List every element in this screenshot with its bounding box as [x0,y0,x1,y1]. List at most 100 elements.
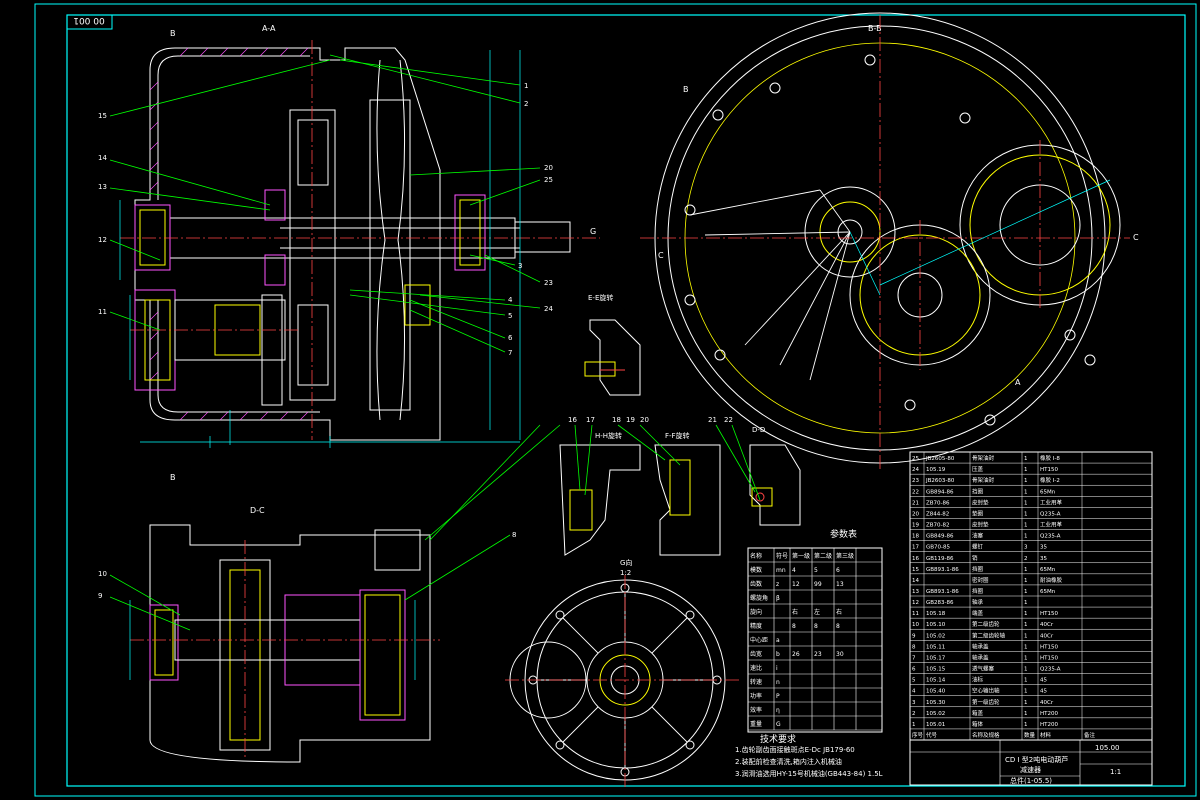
param-cell: 13 [836,581,844,588]
svg-text:G: G [590,227,596,236]
param-cell: 齿宽 [750,650,762,658]
parts-cell: HT150 [1040,467,1058,473]
parts-cell: 20 [912,511,919,517]
callout-3: 3 [518,262,522,270]
outer-border [34,3,1197,797]
parts-cell: Q235-A [1040,667,1061,673]
large-gear [289,109,336,401]
parts-cell: 105.18 [926,611,946,617]
callout-14: 14 [98,154,107,162]
section-bb-marker-c2: C [1133,233,1139,242]
parts-cell: 1 [1024,534,1028,540]
parts-cell: 24 [912,467,919,473]
parts-header-cell: 备注 [1084,731,1096,739]
parts-header-cell: 名称及规格 [972,731,1000,739]
parts-cell: 1 [1024,689,1028,695]
parts-cell: 105.19 [926,467,946,473]
parts-cell: 8 [912,644,916,650]
parts-cell: 1 [1024,467,1028,473]
param-cell: β [776,595,780,602]
parts-cell: 油塞 [972,532,984,540]
parts-cell: 工业用革 [1040,521,1063,529]
callout-15: 15 [98,112,107,120]
parts-cell: 轴承 [972,598,984,606]
parts-cell: GB119-86 [926,556,954,562]
callout-9: 9 [98,592,102,600]
param-cell: 功率 [750,692,762,700]
param-cell: 8 [836,623,840,630]
callout-6: 6 [508,334,513,342]
parts-cell: 压盖 [972,465,984,473]
callout-23: 23 [544,279,553,287]
parts-cell: 35 [1040,556,1047,562]
parts-cell: 橡胶 I-2 [1040,476,1060,484]
tech-req-1: 1.齿轮副齿面接触斑点E-Dc JB179-60 [735,745,855,754]
parts-cell: 105.02 [926,711,945,717]
parts-cell: HT200 [1040,722,1058,728]
callout-16: 16 [568,416,577,424]
corner-tag-box [66,14,113,30]
parts-cell: 1 [1024,633,1028,639]
section-bb-title: B-B [868,24,882,33]
parts-cell: 45 [1040,689,1047,695]
param-cell: G [776,721,781,728]
detail-g-scale: 1:2 [620,569,631,577]
parts-cell: 22 [912,489,919,495]
parts-cell: 1 [1024,523,1028,529]
parts-cell: 65Mn [1040,567,1056,573]
parts-cell: 40Cr [1040,700,1054,706]
callout-5: 5 [508,312,512,320]
parts-cell: 第二级齿轮轴 [972,631,1006,639]
parts-cell: 105.17 [926,655,946,661]
parts-cell: 1 [1024,611,1028,617]
parts-cell: 挡圈 [972,587,984,595]
parts-cell: Q235-A [1040,511,1061,517]
parts-cell: 9 [912,633,916,639]
param-cell: 12 [792,581,800,588]
parts-cell: 1 [1024,655,1028,661]
parts-cell: 销 [972,554,978,562]
callout-24: 24 [544,305,553,313]
parts-cell: ZB70-82 [926,523,950,529]
detail-g-title: G向 [620,558,632,567]
param-cell: 齿数 [750,580,762,588]
parts-cell: 14 [912,578,919,584]
inner-border [66,14,1186,787]
param-cell: 转速 [750,678,762,686]
parts-cell: 5 [912,678,916,684]
param-cell: 精度 [750,622,762,630]
parts-cell: 3 [912,700,916,706]
parts-cell: 螺钉 [972,543,984,551]
section-aa-marker-bottom: B [170,473,176,482]
parts-cell: 1 [1024,578,1028,584]
parts-cell: 透气螺塞 [972,665,995,673]
parts-cell: HT150 [1040,644,1058,650]
title-drawing-name: CD I 型2吨电动葫芦 [1005,755,1068,764]
callout-18: 18 [612,416,621,424]
parts-cell: 35 [1040,545,1047,551]
callout-11: 11 [98,308,107,316]
param-cell: 8 [814,623,818,630]
parts-cell: 6 [912,667,916,673]
param-header-cell: 符号 [776,552,788,560]
parts-cell: 105.11 [926,644,945,650]
parts-cell: 皮封垫 [972,521,989,529]
callout-25: 25 [544,176,553,184]
parts-cell: 1 [1024,711,1028,717]
parts-header-cell: 材料 [1040,731,1052,739]
section-dc-title: D-C [250,506,265,515]
callout-7: 7 [508,349,512,357]
parts-cell: 2 [1024,556,1028,562]
callout-2: 2 [524,100,528,108]
param-cell: 99 [814,581,822,588]
callouts-section-aa: 15 14 13 12 11 1 2 20 25 3 23 4 5 6 7 24 [98,82,553,357]
parts-cell: ZB70-86 [926,500,950,506]
corner-tag: 00 001 [73,15,105,25]
parts-cell: 端盖 [972,609,984,617]
param-cell: 重量 [750,720,762,728]
callout-20: 20 [640,416,649,424]
parts-cell: 18 [912,534,919,540]
parts-cell: 第一级齿轮 [972,698,1000,706]
parts-cell: 21 [912,500,919,506]
